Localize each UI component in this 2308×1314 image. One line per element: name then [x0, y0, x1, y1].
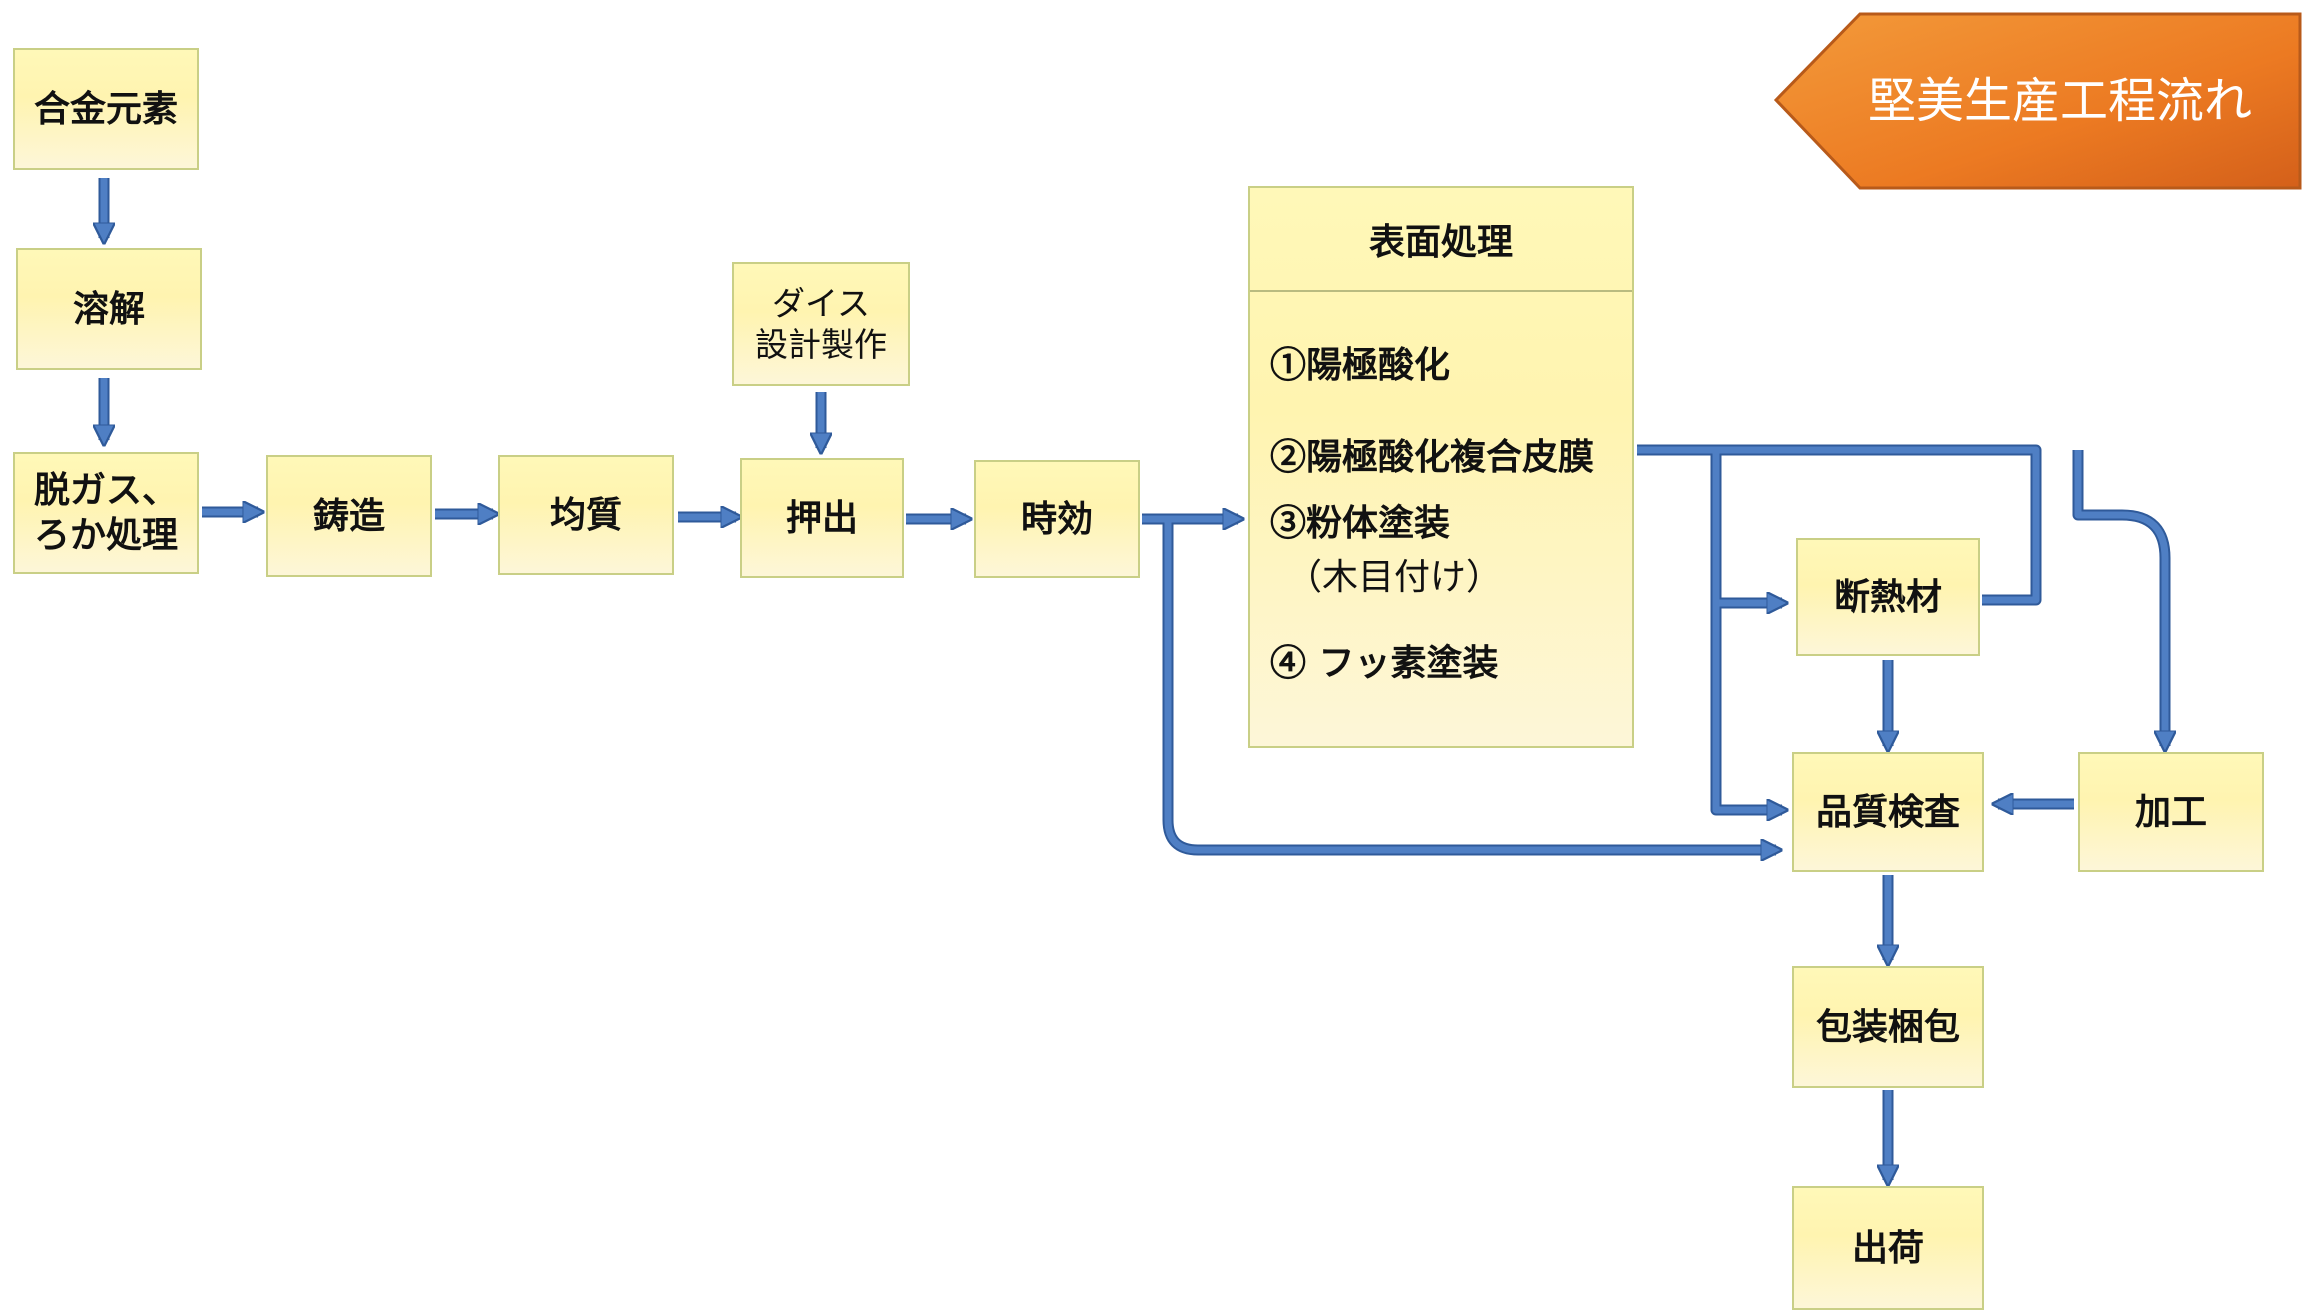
step-processing-label: 加工 — [2134, 790, 2207, 833]
step-degas-label: 脱ガス、 ろか処理 — [33, 469, 178, 556]
step-aging-label: 時効 — [1020, 497, 1093, 540]
surface-item-3-note: （木目付け） — [1286, 557, 1503, 598]
step-die: ダイス 設計製作 — [732, 262, 910, 386]
step-melt: 溶解 — [16, 248, 202, 370]
step-shipping-label: 出荷 — [1851, 1226, 1924, 1269]
step-inspection-label: 品質検査 — [1815, 790, 1960, 833]
step-shipping: 出荷 — [1792, 1186, 1984, 1310]
step-cast-label: 鋳造 — [312, 494, 385, 537]
step-extrude-label: 押出 — [785, 496, 858, 539]
surface-item-3: ③粉体塗装 — [1270, 502, 1451, 544]
step-die-label: ダイス 設計製作 — [755, 283, 887, 364]
arrow-branch-processing — [2072, 450, 2171, 746]
step-packing: 包装梱包 — [1792, 966, 1984, 1088]
step-degas: 脱ガス、 ろか処理 — [13, 452, 199, 574]
surface-item-4: ④ フッ素塗装 — [1270, 642, 1499, 684]
step-alloy: 合金元素 — [13, 48, 199, 170]
arrow-branch-insulation — [1710, 450, 1782, 609]
arrow-branch-inspection — [1710, 603, 1782, 816]
step-extrude: 押出 — [740, 458, 904, 578]
surface-item-2: ②陽極酸化複合皮膜 — [1270, 436, 1595, 478]
surface-treatment-panel: 表面処理 ①陽極酸化 ②陽極酸化複合皮膜 ③粉体塗装 （木目付け） ④ フッ素塗… — [1248, 186, 1634, 748]
surface-treatment-heading: 表面処理 — [1250, 188, 1632, 292]
step-alloy-label: 合金元素 — [33, 87, 178, 130]
surface-item-1: ①陽極酸化 — [1270, 344, 1451, 386]
step-cast: 鋳造 — [266, 455, 432, 577]
step-packing-label: 包装梱包 — [1815, 1005, 1960, 1048]
step-aging: 時効 — [974, 460, 1140, 578]
step-inspection: 品質検査 — [1792, 752, 1984, 872]
step-insulation-label: 断熱材 — [1833, 575, 1942, 618]
step-homogenize: 均質 — [498, 455, 674, 575]
step-melt-label: 溶解 — [72, 287, 145, 330]
step-homogenize-label: 均質 — [549, 493, 622, 536]
step-processing: 加工 — [2078, 752, 2264, 872]
page-title: 堅美生産工程流れ — [1867, 73, 2252, 129]
step-insulation: 断熱材 — [1796, 538, 1980, 656]
